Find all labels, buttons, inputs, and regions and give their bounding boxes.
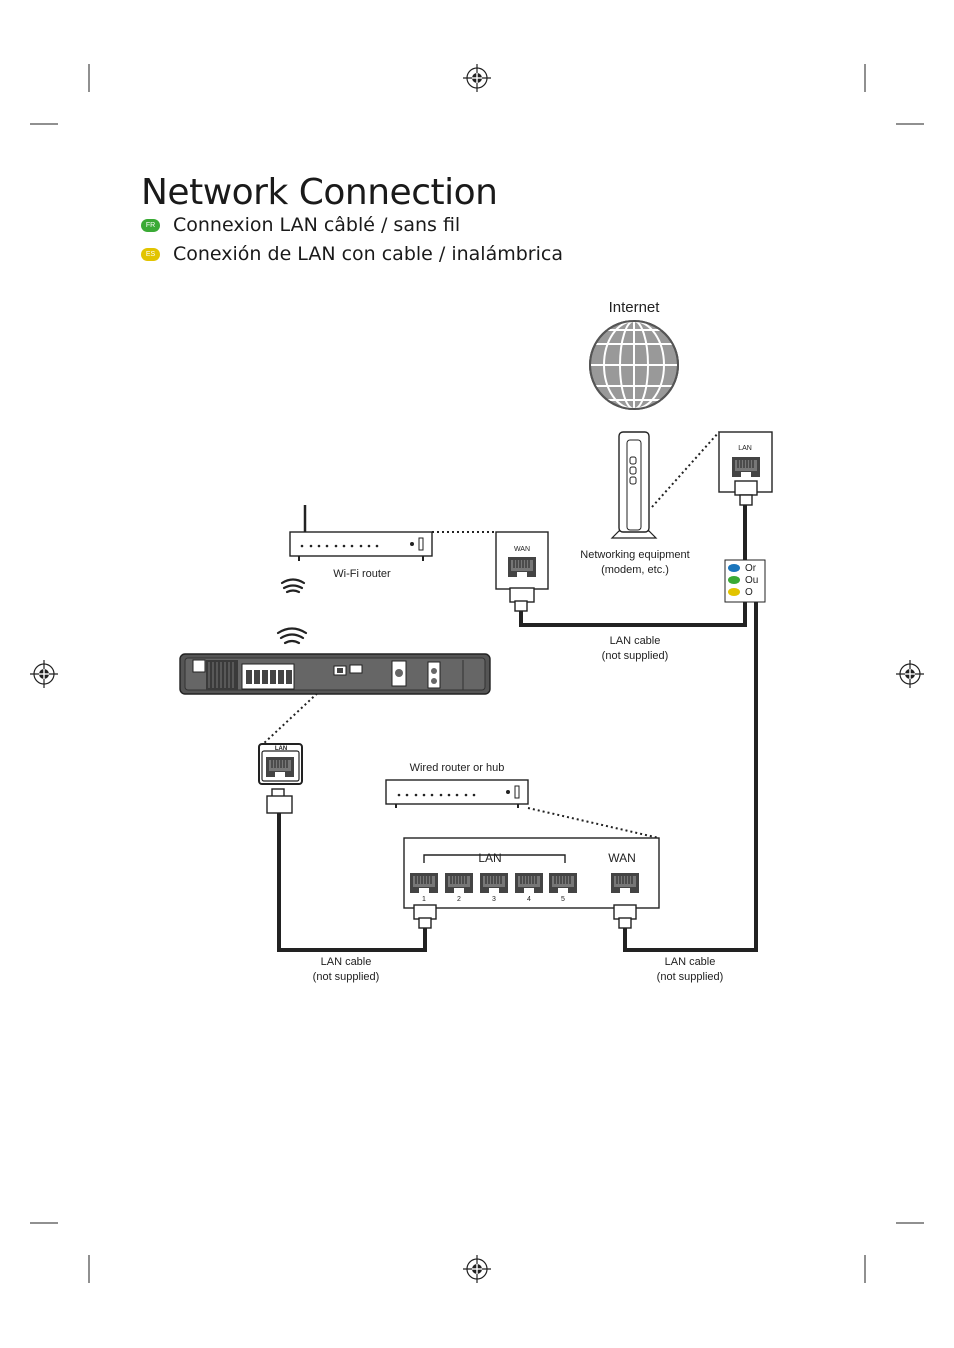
page-title: Network Connection (141, 172, 498, 213)
registration-mark-right (895, 659, 925, 689)
registration-mark-bottom (462, 1254, 492, 1284)
hub-port-1: 1 (422, 896, 426, 903)
legend-or: Or (745, 563, 757, 574)
hub-lan-group-label: LAN (478, 851, 501, 865)
subtitle-es: ES Conexión de LAN con cable / inalámbri… (141, 243, 563, 265)
legend-o: O (745, 587, 753, 598)
lan-cable-label-left-line2: (not supplied) (312, 971, 380, 983)
subtitle-fr: FR Connexion LAN câblé / sans fil (141, 214, 460, 236)
hub-port-5: 5 (561, 896, 565, 903)
wired-router-icon (385, 779, 529, 808)
lan-cables (277, 505, 758, 952)
lan-plug-device (266, 788, 293, 814)
home-theater-unit (179, 653, 491, 695)
wifi-signal-icon (280, 578, 306, 594)
lang-badge-fr: FR (141, 218, 160, 232)
lan-plug-wan (509, 587, 535, 612)
lan-port-label-wall: LAN (738, 445, 752, 452)
hub-port-3: 3 (492, 896, 496, 903)
wifi-router-icon (289, 505, 433, 561)
color-legend (724, 559, 766, 603)
wifi-router-label: Wi-Fi router (333, 568, 391, 580)
wired-router-label: Wired router or hub (409, 762, 505, 774)
hub-port-2: 2 (457, 896, 461, 903)
hub-port-4: 4 (527, 896, 531, 903)
wan-port-label: WAN (514, 546, 530, 553)
lan-cable-label-top-line2: (not supplied) (601, 650, 669, 662)
hub-port-panel (403, 837, 660, 909)
internet-label: Internet (608, 299, 660, 316)
lan-plug-top (734, 480, 758, 506)
callout-lines (261, 431, 720, 839)
lan-cable-label-right: LAN cable (not supplied) (640, 955, 740, 985)
lan-plug-hub-1 (413, 904, 437, 929)
crop-marks (30, 64, 924, 1283)
lan-cable-label-right-line1: LAN cable (664, 956, 716, 968)
modem-label-line1: Networking equipment (580, 549, 690, 561)
hub-wan-group-label: WAN (608, 851, 636, 865)
registration-mark-left (29, 659, 59, 689)
lan-cable-label-left-line1: LAN cable (320, 956, 372, 968)
lan-port-label-device: LAN (275, 746, 287, 752)
registration-mark-top (462, 63, 492, 93)
modem-label: Networking equipment (modem, etc.) (570, 548, 700, 578)
lan-plug-hub-wan (613, 904, 637, 929)
modem-label-line2: (modem, etc.) (601, 564, 669, 576)
subtitle-fr-text: Connexion LAN câblé / sans fil (173, 214, 461, 236)
lan-cable-label-right-line2: (not supplied) (656, 971, 724, 983)
lang-badge-es: ES (141, 247, 160, 261)
lan-cable-label-top: LAN cable (not supplied) (585, 634, 685, 664)
globe-icon (589, 320, 679, 410)
lan-cable-label-left: LAN cable (not supplied) (296, 955, 396, 985)
legend-ou: Ou (745, 575, 758, 586)
lan-cable-label-top-line1: LAN cable (609, 635, 661, 647)
wifi-signal-icon-2 (276, 627, 308, 645)
modem-icon (610, 431, 658, 539)
subtitle-es-text: Conexión de LAN con cable / inalámbrica (173, 243, 563, 265)
wan-port-box (495, 531, 549, 590)
device-lan-port (258, 743, 303, 785)
